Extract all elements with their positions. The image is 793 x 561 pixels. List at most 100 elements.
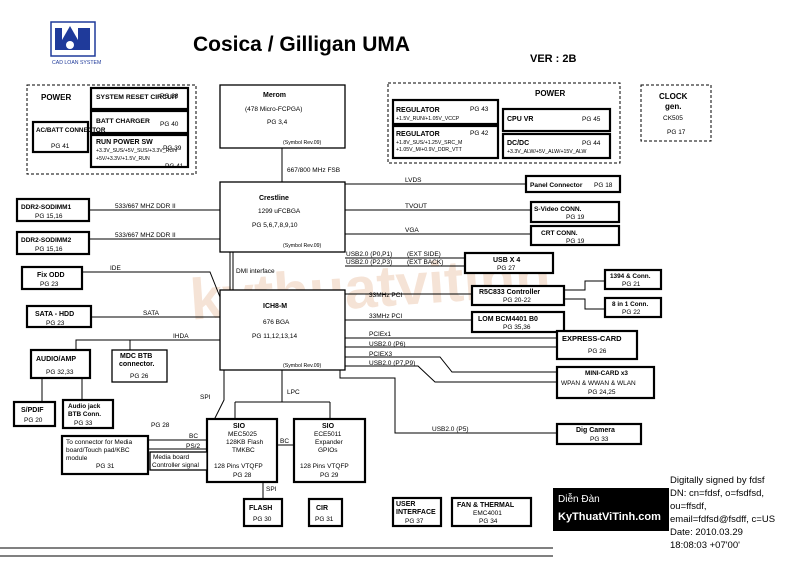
clock-page: PG 17 bbox=[667, 129, 686, 136]
signature-line6: 18:08:03 +07'00' bbox=[670, 540, 740, 551]
usb-label: USB X 4 bbox=[493, 257, 520, 264]
run-power-sw-box[interactable]: RUN POWER SW PG 39 +3.3V_SUS/+5V_SUS/+3.… bbox=[89, 133, 190, 170]
sb-page: PG 11,12,13,14 bbox=[252, 333, 297, 340]
dig-camera-box[interactable]: Dig Camera PG 33 bbox=[555, 422, 643, 446]
cpu-vr-page: PG 45 bbox=[582, 116, 601, 123]
dmi-label: DMI interface bbox=[236, 268, 275, 275]
sio2-pins: 128 Pins VTQFP bbox=[300, 463, 349, 470]
ide-label: IDE bbox=[110, 265, 122, 272]
ddr1-label: DDR2-SODIMM1 bbox=[21, 204, 72, 211]
cpu-rev: (Symbol Rev.09) bbox=[283, 140, 322, 146]
media-label1: To connector for Media bbox=[66, 439, 133, 446]
ps2-label: PS/2 bbox=[186, 443, 200, 450]
logo-caption: CAD LOAN SYSTEM bbox=[52, 60, 101, 66]
svideo-conn-box[interactable]: S-Video CONN. PG 19 bbox=[529, 200, 621, 224]
southbridge-ich8m-box[interactable]: ICH8-M 676 BGA PG 11,12,13,14 (Symbol Re… bbox=[219, 289, 346, 371]
audio-amp-box[interactable]: AUDIO/AMP PG 32,33 bbox=[29, 348, 92, 380]
tvout-label: TVOUT bbox=[405, 203, 427, 210]
lom-label: LOM BCM4401 B0 bbox=[478, 316, 538, 323]
ddr2-sodimm1-box[interactable]: DDR2-SODIMM1 PG 15,16 bbox=[15, 197, 91, 223]
flash-box[interactable]: FLASH PG 30 bbox=[242, 497, 284, 528]
c1394-label: 1394 & Conn. bbox=[610, 273, 651, 280]
northbridge-crestline-box[interactable]: Crestline 1299 uFCBGA PG 5,6,7,8,9,10 (S… bbox=[219, 181, 346, 253]
8in1-conn-box[interactable]: 8 in 1 Conn. PG 22 bbox=[603, 296, 663, 319]
sio1-page: PG 28 bbox=[233, 472, 252, 479]
media-board-connector-box[interactable]: To connector for Media board/Touch pad/K… bbox=[60, 434, 150, 476]
power-right-group bbox=[387, 82, 621, 164]
nb-name: Crestline bbox=[259, 195, 289, 202]
clock-gen-label: gen. bbox=[665, 102, 681, 111]
ddr2-label: DDR2-SODIMM2 bbox=[21, 237, 72, 244]
fix-odd-box[interactable]: Fix ODD PG 23 bbox=[20, 265, 84, 291]
signature-line1: Digitally signed by fdsf bbox=[670, 475, 765, 486]
sb-package: 676 BGA bbox=[263, 319, 290, 326]
minicard-label1: MINI-CARD x3 bbox=[585, 370, 628, 377]
panel-connector-box[interactable]: Panel Connector PG 18 bbox=[524, 174, 622, 194]
regulator-1-box[interactable]: REGULATOR PG 43 +1.5V_RUN/+1.05V_VCCP bbox=[391, 98, 500, 126]
acbatt-connector-box[interactable]: AC/BATT CONNECTOR PG 41 bbox=[31, 120, 106, 154]
regulator-2-box[interactable]: REGULATOR PG 42 +1.8V_SUS/+1.25V_SRC_M +… bbox=[391, 124, 500, 160]
system-reset-box[interactable]: SYSTEM RESET CIRCUIT PG 38 bbox=[89, 86, 190, 111]
sata-hdd-box[interactable]: SATA - HDD PG 23 bbox=[25, 304, 93, 329]
usb-p7p9-label: USB2.0 (P7,P9) bbox=[369, 360, 415, 367]
batt-charger-label: BATT CHARGER bbox=[96, 118, 150, 125]
clock-gen-box[interactable]: CLOCK gen. CK505 PG 17 bbox=[640, 84, 712, 142]
batt-charger-page: PG 40 bbox=[160, 121, 179, 128]
usb-p5-label: USB2.0 (P5) bbox=[432, 426, 469, 433]
lom-bcm4401-box[interactable]: LOM BCM4401 B0 PG 35,36 bbox=[470, 310, 566, 334]
fan-page: PG 34 bbox=[479, 518, 498, 525]
fan-thermal-box[interactable]: FAN & THERMAL EMC4001 PG 34 bbox=[450, 496, 533, 528]
sb-name: ICH8-M bbox=[263, 303, 287, 310]
panel-page: PG 18 bbox=[594, 182, 613, 189]
r5c833-controller-box[interactable]: R5C833 Controller PG 20-22 bbox=[470, 284, 566, 307]
ihda-label: IHDA bbox=[173, 333, 189, 340]
cpu-vr-box[interactable]: CPU VR PG 45 bbox=[501, 107, 612, 133]
cpu-package: (478 Micro-FCPGA) bbox=[245, 106, 302, 113]
mdc-btb-box[interactable]: MDC BTB connector. PG 26 bbox=[111, 349, 168, 383]
cpu-page: PG 3,4 bbox=[267, 119, 288, 126]
spdif-label: S/PDIF bbox=[21, 407, 44, 414]
batt-charger-box[interactable]: BATT CHARGER PG 40 bbox=[89, 109, 190, 135]
signature-line5: Date: 2010.03.29 bbox=[670, 527, 743, 538]
usb-ext-side-label-b: (EXT SIDE) bbox=[407, 251, 441, 258]
sio1-part: MEC5025 bbox=[228, 431, 257, 438]
ddr2-sodimm2-box[interactable]: DDR2-SODIMM2 PG 15,16 bbox=[15, 230, 91, 256]
express-card-box[interactable]: EXPRESS-CARD PG 26 bbox=[555, 329, 639, 361]
ihda-line bbox=[75, 339, 220, 350]
ddr1-page: PG 15,16 bbox=[35, 213, 63, 220]
fsb-label: 667/800 MHz FSB bbox=[287, 167, 340, 174]
cpu-merom-box[interactable]: Merom (478 Micro-FCPGA) PG 3,4 (Symbol R… bbox=[219, 84, 346, 149]
mini-card-box[interactable]: MINI-CARD x3 WPAN & WWAN & WLAN PG 24,25 bbox=[555, 365, 656, 400]
pciex3-label: PCIEX3 bbox=[369, 351, 393, 358]
spi-label: SPI bbox=[200, 394, 211, 401]
userif-label2: INTERFACE bbox=[396, 509, 436, 516]
crt-conn-box[interactable]: CRT CONN. PG 19 bbox=[529, 224, 621, 247]
spdif-box[interactable]: S/PDIF PG 20 bbox=[12, 400, 57, 428]
system-reset-page: PG 38 bbox=[160, 93, 179, 100]
page-title: Cosica / Gilligan UMA bbox=[193, 33, 410, 56]
sio-link-label: BC bbox=[280, 438, 289, 445]
power-left-group bbox=[26, 84, 197, 175]
acbatt-label: AC/BATT CONNECTOR bbox=[36, 127, 106, 134]
dcdc-box[interactable]: DC/DC PG 44 +3.3V_ALW/+5V_ALW/+15V_ALW bbox=[501, 132, 612, 160]
clock-part: CK505 bbox=[663, 115, 683, 122]
lom-page: PG 35,36 bbox=[503, 324, 531, 331]
usb-x4-box[interactable]: USB X 4 PG 27 bbox=[463, 251, 555, 275]
spdif-page: PG 20 bbox=[24, 417, 43, 424]
in1-page: PG 22 bbox=[622, 309, 641, 316]
signature-line3: ou=ffsdf, bbox=[670, 501, 707, 512]
sio2-expander: Expander bbox=[315, 439, 344, 446]
panel-label: Panel Connector bbox=[530, 182, 583, 189]
sb-rev: (Symbol Rev.09) bbox=[283, 363, 322, 369]
express-label: EXPRESS-CARD bbox=[562, 334, 622, 343]
cir-box[interactable]: CIR PG 31 bbox=[307, 497, 344, 528]
c1394-conn-box[interactable]: 1394 & Conn. PG 21 bbox=[603, 268, 663, 291]
sio-ece5011-box[interactable]: SIO ECE5011 Expander GPIOs 128 Pins VTQF… bbox=[292, 417, 367, 484]
audio-jack-box[interactable]: Audio jack BTB Conn. PG 33 bbox=[61, 398, 115, 430]
user-interface-box[interactable]: USER INTERFACE PG 37 bbox=[391, 496, 443, 528]
media-ctrl-signal-box bbox=[149, 451, 208, 471]
pci-lom-label: 33MHz PCI bbox=[369, 313, 402, 320]
company-logo-icon: CAD LOAN SYSTEM bbox=[50, 21, 101, 66]
sio-mec5025-box[interactable]: SIO MEC5025 128KB Flash TMKBC 128 Pins V… bbox=[205, 417, 279, 484]
